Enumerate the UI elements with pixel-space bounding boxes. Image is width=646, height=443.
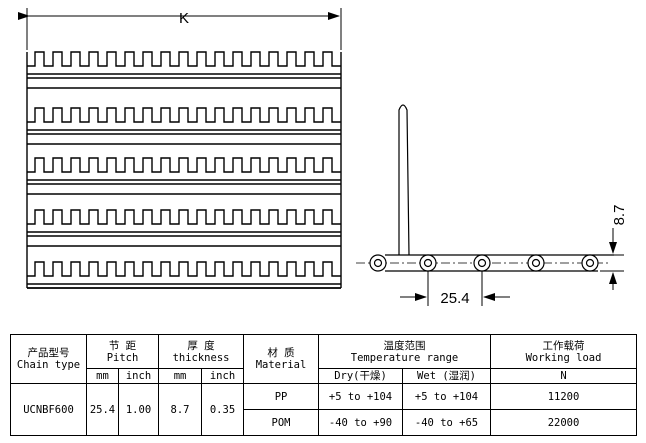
belt-module-row bbox=[27, 51, 341, 67]
table-row: POM -40 to +90 -40 to +65 22000 bbox=[11, 409, 638, 436]
dry-range-value: -40 to +90 bbox=[318, 409, 404, 436]
width-dimension bbox=[18, 8, 342, 50]
belt-top-view bbox=[26, 51, 342, 289]
load-value: 11200 bbox=[490, 383, 638, 410]
chain-type-value: UCNBF600 bbox=[10, 383, 87, 436]
load-value: 22000 bbox=[490, 409, 638, 436]
thickness-dimension bbox=[592, 228, 624, 290]
hinge-pin bbox=[473, 254, 491, 272]
thickness-dimension-label: 8.7 bbox=[611, 205, 628, 226]
pitch-mm-value: 25.4 bbox=[86, 383, 119, 436]
pitch-dimension-label: 25.4 bbox=[440, 290, 469, 307]
wet-range-value: +5 to +104 bbox=[402, 383, 492, 410]
pitch-dimension bbox=[400, 271, 510, 306]
belt-side-profile bbox=[356, 104, 614, 272]
unit-load: N bbox=[490, 368, 638, 384]
hinge-pin bbox=[369, 254, 387, 272]
unit-pitch-mm: mm bbox=[86, 368, 119, 384]
belt-module-row bbox=[27, 157, 341, 173]
belt-module-row bbox=[27, 261, 341, 277]
dry-range-value: +5 to +104 bbox=[318, 383, 404, 410]
unit-pitch-inch: inch bbox=[117, 368, 160, 384]
table-row: UCNBF600 25.4 1.00 8.7 0.35 PP +5 to +10… bbox=[10, 383, 638, 436]
material-value: PP bbox=[243, 383, 320, 410]
wet-range-value: -40 to +65 bbox=[402, 409, 492, 436]
hinge-pin bbox=[419, 254, 437, 272]
hinge-pin bbox=[581, 254, 599, 272]
belt-module-row bbox=[27, 107, 341, 123]
chain-drawing: K 8.7 25.4 bbox=[18, 8, 628, 307]
thickness-inch-value: 0.35 bbox=[201, 383, 245, 436]
unit-thickness-inch: inch bbox=[201, 368, 245, 384]
pitch-inch-value: 1.00 bbox=[117, 383, 160, 436]
width-dimension-label: K bbox=[179, 10, 189, 27]
unit-thickness-mm: mm bbox=[158, 368, 203, 384]
belt-module-row bbox=[27, 209, 341, 225]
unit-wet: Wet (湿润) bbox=[402, 368, 492, 384]
material-value: POM bbox=[243, 409, 320, 436]
hinge-pin bbox=[527, 254, 545, 272]
unit-dry: Dry(干燥) bbox=[318, 368, 404, 384]
thickness-mm-value: 8.7 bbox=[158, 383, 203, 436]
